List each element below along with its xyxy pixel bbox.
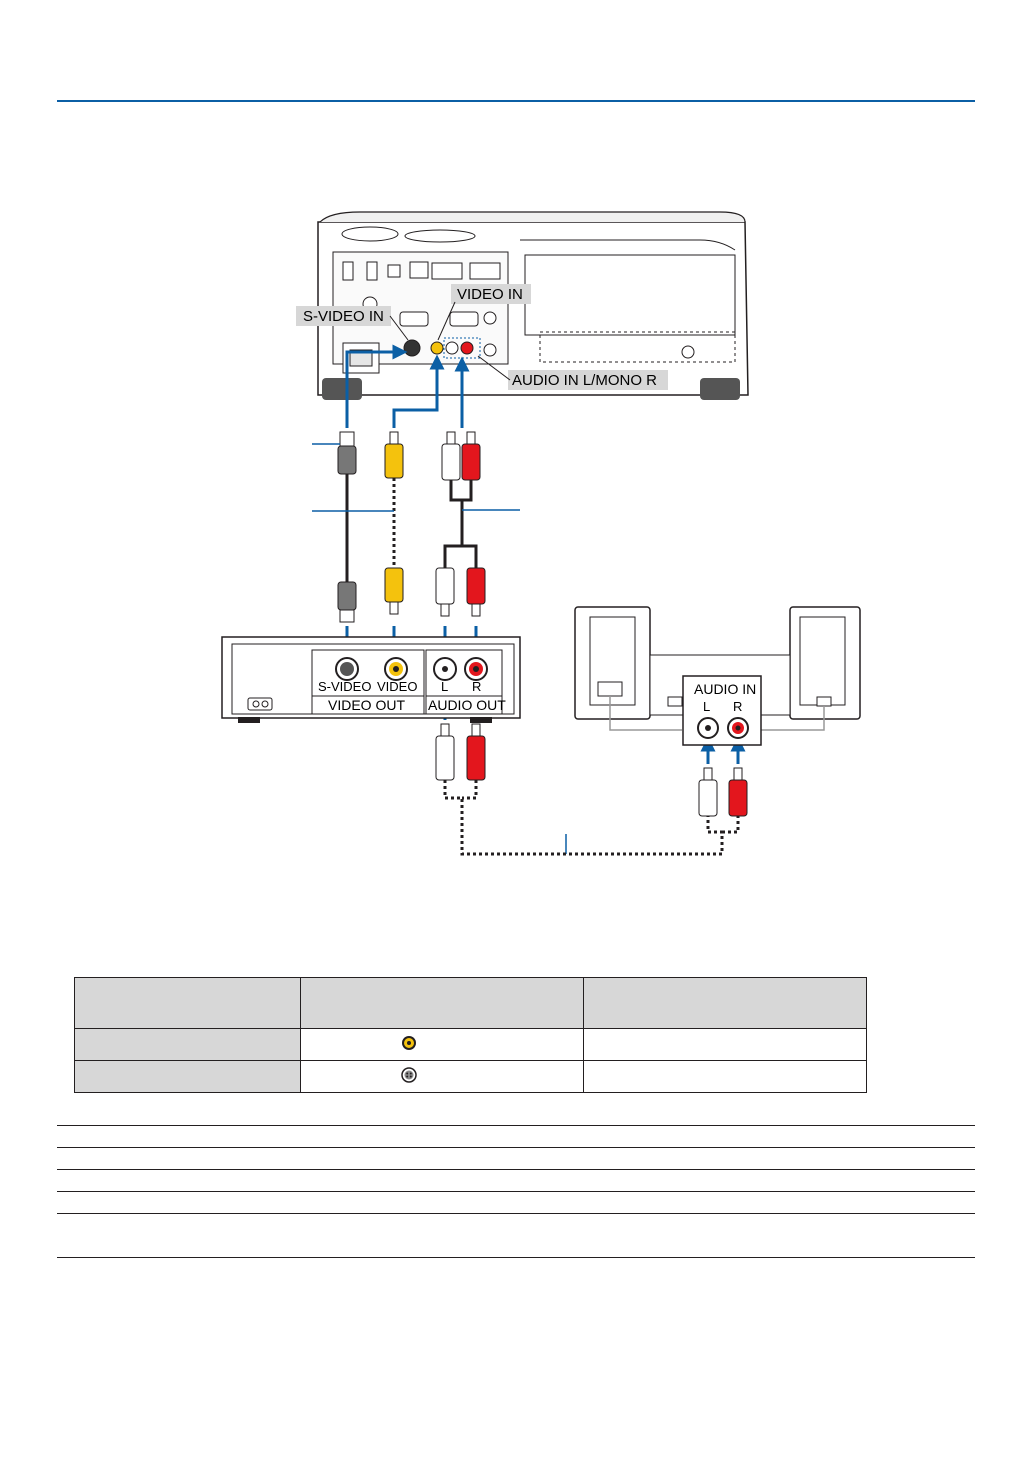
table-header-cell (299, 977, 585, 1029)
speaker-right-label: R (733, 699, 742, 714)
connection-diagram: S-VIDEO IN VIDEO IN AUDIO IN L/MONO R (221, 211, 861, 856)
note-divider (57, 1147, 975, 1148)
projector-arrows (345, 344, 470, 428)
speaker-arrows (700, 736, 746, 764)
table-row (74, 1028, 867, 1061)
table-cell-jack (299, 1028, 585, 1061)
svideo-cable (337, 431, 357, 623)
note-divider (57, 1191, 975, 1192)
vcr-video-out-label: VIDEO OUT (328, 697, 405, 713)
speaker-left-label: L (703, 699, 710, 714)
table-cell-jack (299, 1060, 585, 1093)
header-rule (57, 100, 975, 102)
input-terminal-table (74, 977, 867, 1093)
video-in-text: VIDEO IN (457, 286, 523, 303)
speaker-audio-cable (435, 723, 748, 856)
amplified-speakers: AUDIO IN L R (574, 606, 861, 746)
audio-cable (435, 431, 486, 617)
vcr-left-label: L (441, 679, 448, 694)
vcr-right-label: R (472, 679, 481, 694)
table-cell (583, 1028, 867, 1061)
speaker-audio-in-label: AUDIO IN (694, 681, 756, 697)
table-cell (583, 1060, 867, 1093)
table-row (74, 1060, 867, 1093)
note-divider (57, 1125, 975, 1126)
table-row-label (74, 1060, 301, 1093)
vcr-video-label: VIDEO (377, 679, 417, 694)
note-divider (57, 1213, 975, 1214)
table-header-row (74, 977, 867, 1029)
svideo-in-text: S-VIDEO IN (303, 308, 384, 325)
cable-leaders (312, 443, 567, 854)
table-row-label (74, 1028, 301, 1061)
notes-section (57, 1125, 975, 1258)
video-jack-icon (401, 1035, 417, 1054)
note-divider (57, 1257, 975, 1258)
video-cable (384, 431, 404, 615)
label-audio-in: AUDIO IN L/MONO R (477, 355, 668, 390)
vcr-audio-out-label: AUDIO OUT (428, 697, 506, 713)
table-header-cell (583, 977, 867, 1029)
label-svideo-in: S-VIDEO IN (296, 306, 409, 341)
vcr-device: S-VIDEO VIDEO VIDEO OUT L R AUDIO OUT (221, 636, 521, 723)
svideo-jack-icon (400, 1067, 417, 1086)
vcr-svideo-label: S-VIDEO (318, 679, 371, 694)
label-video-in: VIDEO IN (437, 284, 531, 341)
note-divider (57, 1169, 975, 1170)
projector-rear (317, 211, 749, 400)
audio-in-text: AUDIO IN L/MONO R (512, 372, 657, 389)
table-header-cell (74, 977, 301, 1029)
